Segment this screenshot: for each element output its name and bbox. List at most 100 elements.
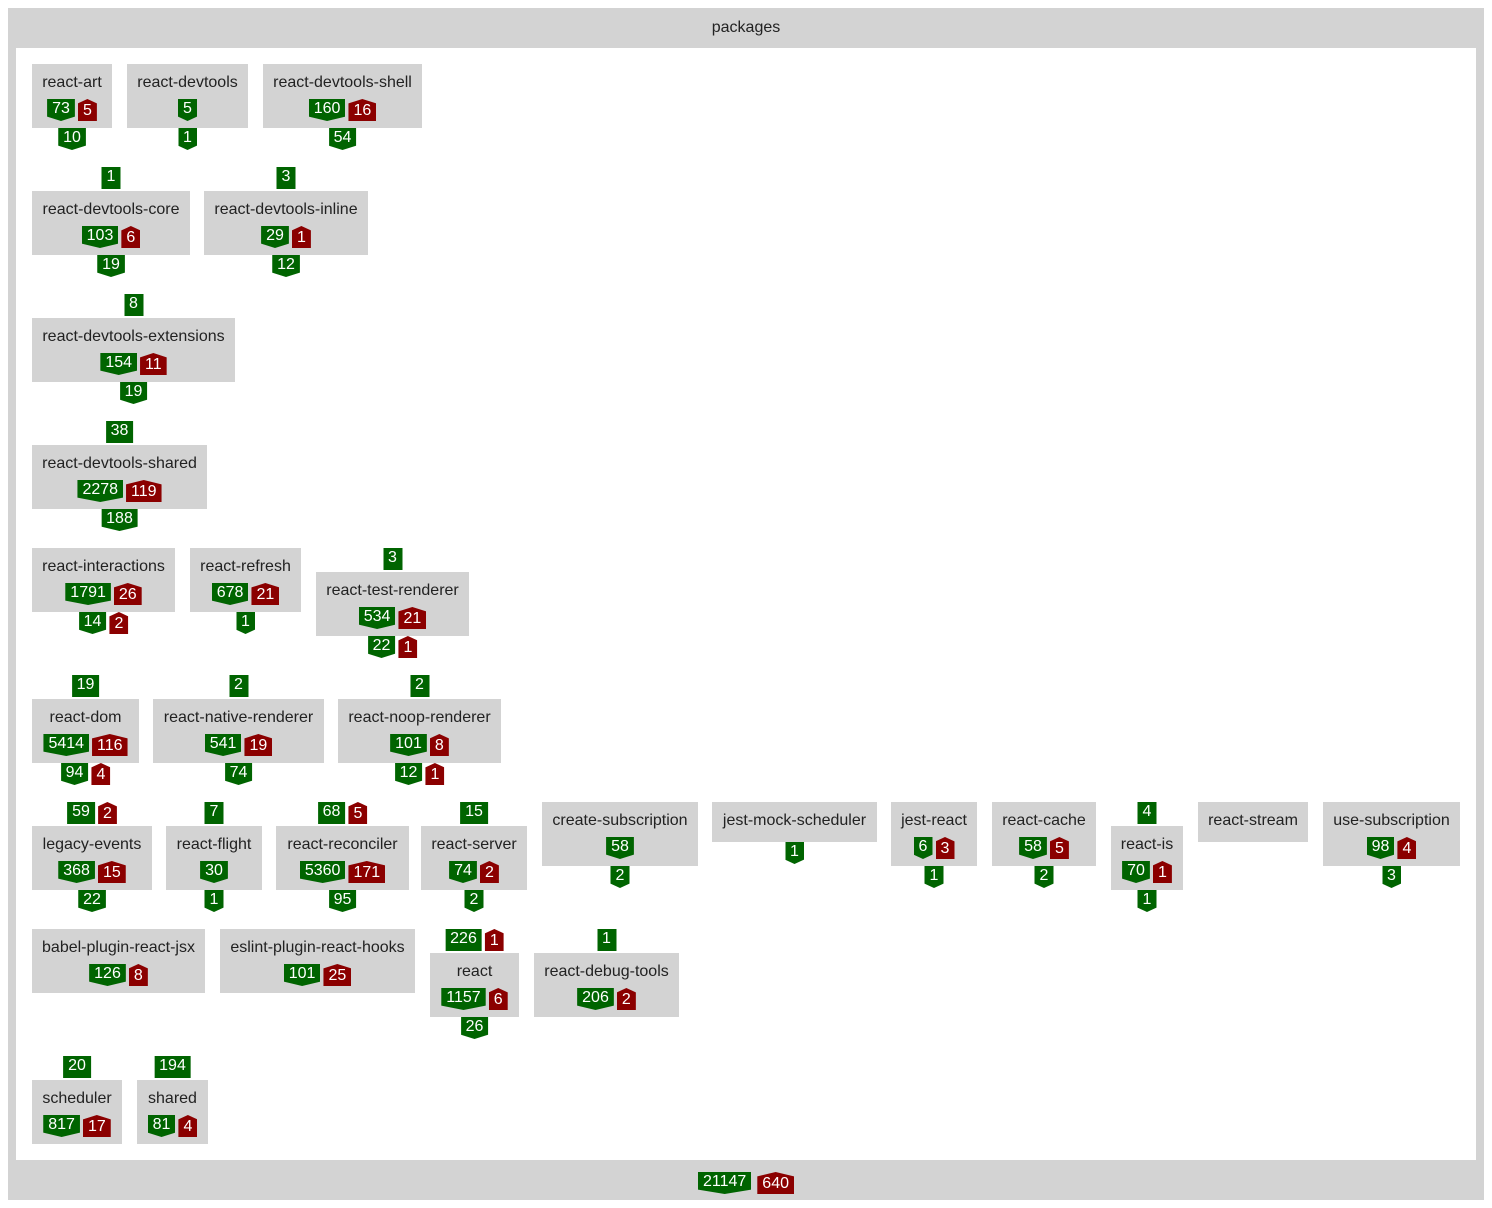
removed-lines-badge: 6 — [121, 226, 141, 248]
outgoing-deps: 74 — [224, 763, 253, 785]
outgoing-green-badge: 2 — [610, 866, 630, 888]
added-lines-badge: 58 — [606, 837, 634, 859]
added-lines-badge: 1791 — [65, 583, 111, 605]
outgoing-green-badge: 188 — [101, 509, 138, 531]
added-lines-badge: 30 — [200, 861, 228, 883]
package-name: scheduler — [42, 1090, 112, 1107]
outgoing-deps: 3 — [1382, 866, 1401, 888]
incoming-green-badge: 59 — [67, 802, 95, 824]
removed-lines-badge: 8 — [429, 734, 449, 756]
outgoing-deps: 19 — [119, 382, 148, 404]
outgoing-green-badge: 54 — [328, 128, 357, 150]
removed-lines-badge: 21 — [398, 607, 427, 629]
outgoing-red-badge: 1 — [398, 636, 418, 658]
package-name: react-dom — [49, 709, 122, 726]
added-lines-badge: 534 — [358, 607, 396, 629]
incoming-deps: 20 — [63, 1056, 91, 1078]
outgoing-red-badge: 2 — [109, 612, 129, 634]
package-name: react-stream — [1208, 812, 1298, 829]
container-title: packages — [711, 19, 781, 36]
package-name: react-devtools-shared — [42, 455, 197, 472]
outgoing-green-badge: 26 — [460, 1017, 489, 1039]
package-stats: 30 — [166, 861, 262, 883]
package-react-stream[interactable]: react-stream — [1198, 802, 1308, 842]
removed-lines-badge: 4 — [178, 1115, 198, 1137]
removed-lines-badge: 25 — [323, 964, 352, 986]
added-lines-badge: 74 — [449, 861, 477, 883]
package-name: react-test-renderer — [326, 582, 459, 599]
outgoing-green-badge: 22 — [78, 890, 106, 912]
removed-lines-badge: 119 — [126, 480, 162, 502]
removed-lines-badge: 15 — [97, 861, 126, 883]
outgoing-green-badge: 95 — [328, 890, 357, 912]
added-lines-badge: 70 — [1122, 861, 1150, 883]
added-lines-badge: 101 — [390, 734, 427, 756]
outgoing-green-badge: 2 — [464, 890, 484, 912]
incoming-green-badge: 8 — [124, 294, 143, 316]
package-jest-mock-scheduler[interactable]: jest-mock-scheduler — [712, 802, 877, 842]
outgoing-deps: 1 — [236, 612, 255, 634]
removed-lines-badge: 1 — [291, 226, 311, 248]
incoming-deps: 8 — [124, 294, 143, 316]
incoming-green-badge: 3 — [383, 548, 402, 570]
removed-lines-badge: 1 — [1152, 861, 1172, 883]
package-name: jest-react — [901, 812, 967, 829]
package-name: react-cache — [1002, 812, 1086, 829]
incoming-green-badge: 19 — [71, 675, 100, 697]
incoming-green-badge: 20 — [63, 1056, 91, 1078]
outgoing-green-badge: 1 — [785, 842, 804, 864]
added-lines-badge: 6 — [913, 837, 933, 859]
outgoing-green-badge: 94 — [60, 763, 89, 785]
removed-lines-badge: 5 — [1049, 837, 1069, 859]
added-lines-badge: 29 — [261, 226, 289, 248]
removed-lines-badge: 26 — [113, 583, 142, 605]
added-lines-badge: 678 — [211, 583, 249, 605]
outgoing-deps: 2 — [464, 890, 484, 912]
outgoing-green-badge: 14 — [78, 612, 107, 634]
package-stats: 58 — [542, 837, 698, 859]
outgoing-green-badge: 12 — [272, 255, 300, 277]
added-lines-badge: 98 — [1366, 837, 1395, 859]
package-name: react-is — [1120, 836, 1174, 853]
added-lines-badge: 2278 — [77, 480, 124, 502]
incoming-red-badge: 5 — [348, 802, 368, 824]
package-name: react-devtools-shell — [273, 74, 412, 91]
